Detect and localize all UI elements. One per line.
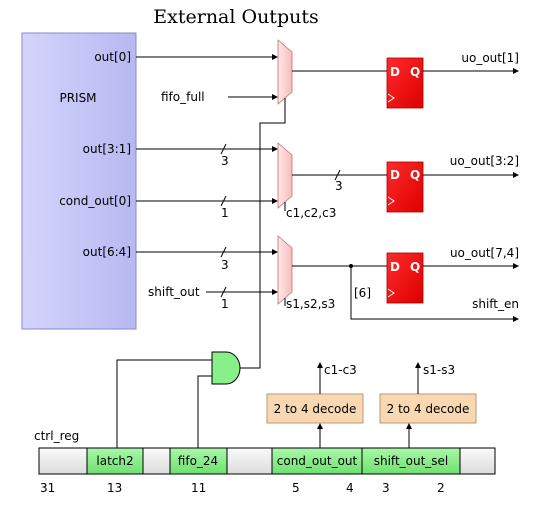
bus-slash (220, 143, 227, 155)
port-out-3-1: out[3:1] (83, 142, 131, 156)
bit-number: 2 (437, 481, 445, 495)
field-shift-out-sel-label: shift_out_sel (374, 454, 449, 468)
clock-icon (387, 196, 395, 206)
diagram-title: External Outputs (153, 6, 318, 28)
input-fifo-full: fifo_full (161, 90, 205, 104)
mux2-select-label: c1,c2,c3 (286, 206, 336, 220)
arrowhead (272, 249, 278, 255)
prism-block (21, 32, 137, 330)
bus-width-shift-out: 1 (221, 297, 229, 311)
ff3-d: D (390, 260, 400, 274)
arrowhead (272, 198, 278, 204)
decoder-1-label: 2 to 4 decode (274, 402, 357, 416)
field-cond-out-out-label: cond_out_out (277, 454, 358, 468)
arrowhead (513, 172, 519, 178)
input-shift-out: shift_out (148, 285, 200, 299)
field-fifo-24 (169, 447, 228, 475)
field-cond-out-out (271, 447, 363, 475)
arrowhead (272, 146, 278, 152)
arrowhead (272, 94, 278, 100)
mux-1 (277, 39, 293, 105)
wire-and-to-mux1 (240, 98, 286, 369)
output-uo-out-7-4: uo_out[7,4] (450, 246, 519, 260)
bus-slash (220, 195, 227, 207)
bit-number: 3 (382, 481, 390, 495)
mux-3 (277, 235, 293, 305)
port-out-0: out[0] (94, 50, 131, 64)
ff2-d: D (390, 168, 400, 182)
wire-tap-shift-en (350, 266, 513, 320)
bus-width-cond-out: 1 (221, 206, 229, 220)
ff3-q: Q (410, 260, 420, 274)
arrowhead (415, 362, 421, 368)
wire-fifo24-to-and (197, 375, 212, 448)
decoder-2-label: 2 to 4 decode (387, 402, 470, 416)
ff1-q: Q (410, 65, 420, 79)
field-latch2 (86, 447, 144, 475)
arrowhead (406, 423, 412, 429)
output-uo-out-1: uo_out[1] (461, 51, 519, 65)
flipflop-1 (386, 57, 424, 109)
clock-icon (387, 288, 395, 298)
arrowhead (317, 423, 323, 429)
output-shift-en: shift_en (472, 297, 519, 311)
mux3-select-label: s1,s2,s3 (286, 297, 335, 311)
arrowhead (272, 54, 278, 60)
decoder-2 (379, 393, 477, 424)
bus-slash (220, 246, 227, 258)
field-shift-out-sel (361, 447, 461, 475)
decoder-1-output: c1-c3 (324, 363, 357, 377)
bit-number: 5 (292, 481, 300, 495)
bit-number: 31 (40, 481, 55, 495)
decoder-1 (266, 393, 364, 424)
flipflop-3 (386, 252, 424, 304)
bus-slash (334, 169, 341, 181)
mux-2 (277, 142, 293, 209)
bus-width-out3-1: 3 (221, 154, 229, 168)
arrowhead (513, 263, 519, 269)
ff2-q: Q (410, 168, 420, 182)
output-uo-out-3-2: uo_out[3:2] (450, 154, 519, 168)
flipflop-2 (386, 161, 424, 213)
bus-width-mux2: 3 (335, 179, 343, 193)
arrowhead (317, 362, 323, 368)
bus-slash (220, 286, 227, 298)
tap-label: [6] (354, 286, 371, 300)
register-name: ctrl_reg (34, 429, 79, 443)
arrowhead (272, 289, 278, 295)
port-out-6-4: out[6:4] (83, 245, 131, 259)
wire-latch2-to-and (116, 359, 212, 448)
bit-number: 4 (346, 481, 354, 495)
field-latch2-label: latch2 (96, 454, 133, 468)
bit-number: 11 (191, 481, 206, 495)
decoder-2-output: s1-s3 (423, 363, 455, 377)
and-gate (211, 351, 241, 385)
port-cond-out-0: cond_out[0] (59, 194, 131, 208)
arrowhead (513, 316, 519, 322)
bit-number: 13 (107, 481, 122, 495)
prism-label: PRISM (59, 91, 96, 105)
arrowhead (513, 68, 519, 74)
field-fifo-24-label: fifo_24 (178, 454, 218, 468)
bus-width-out6-4: 3 (221, 258, 229, 272)
clock-icon (387, 93, 395, 103)
ff1-d: D (390, 65, 400, 79)
